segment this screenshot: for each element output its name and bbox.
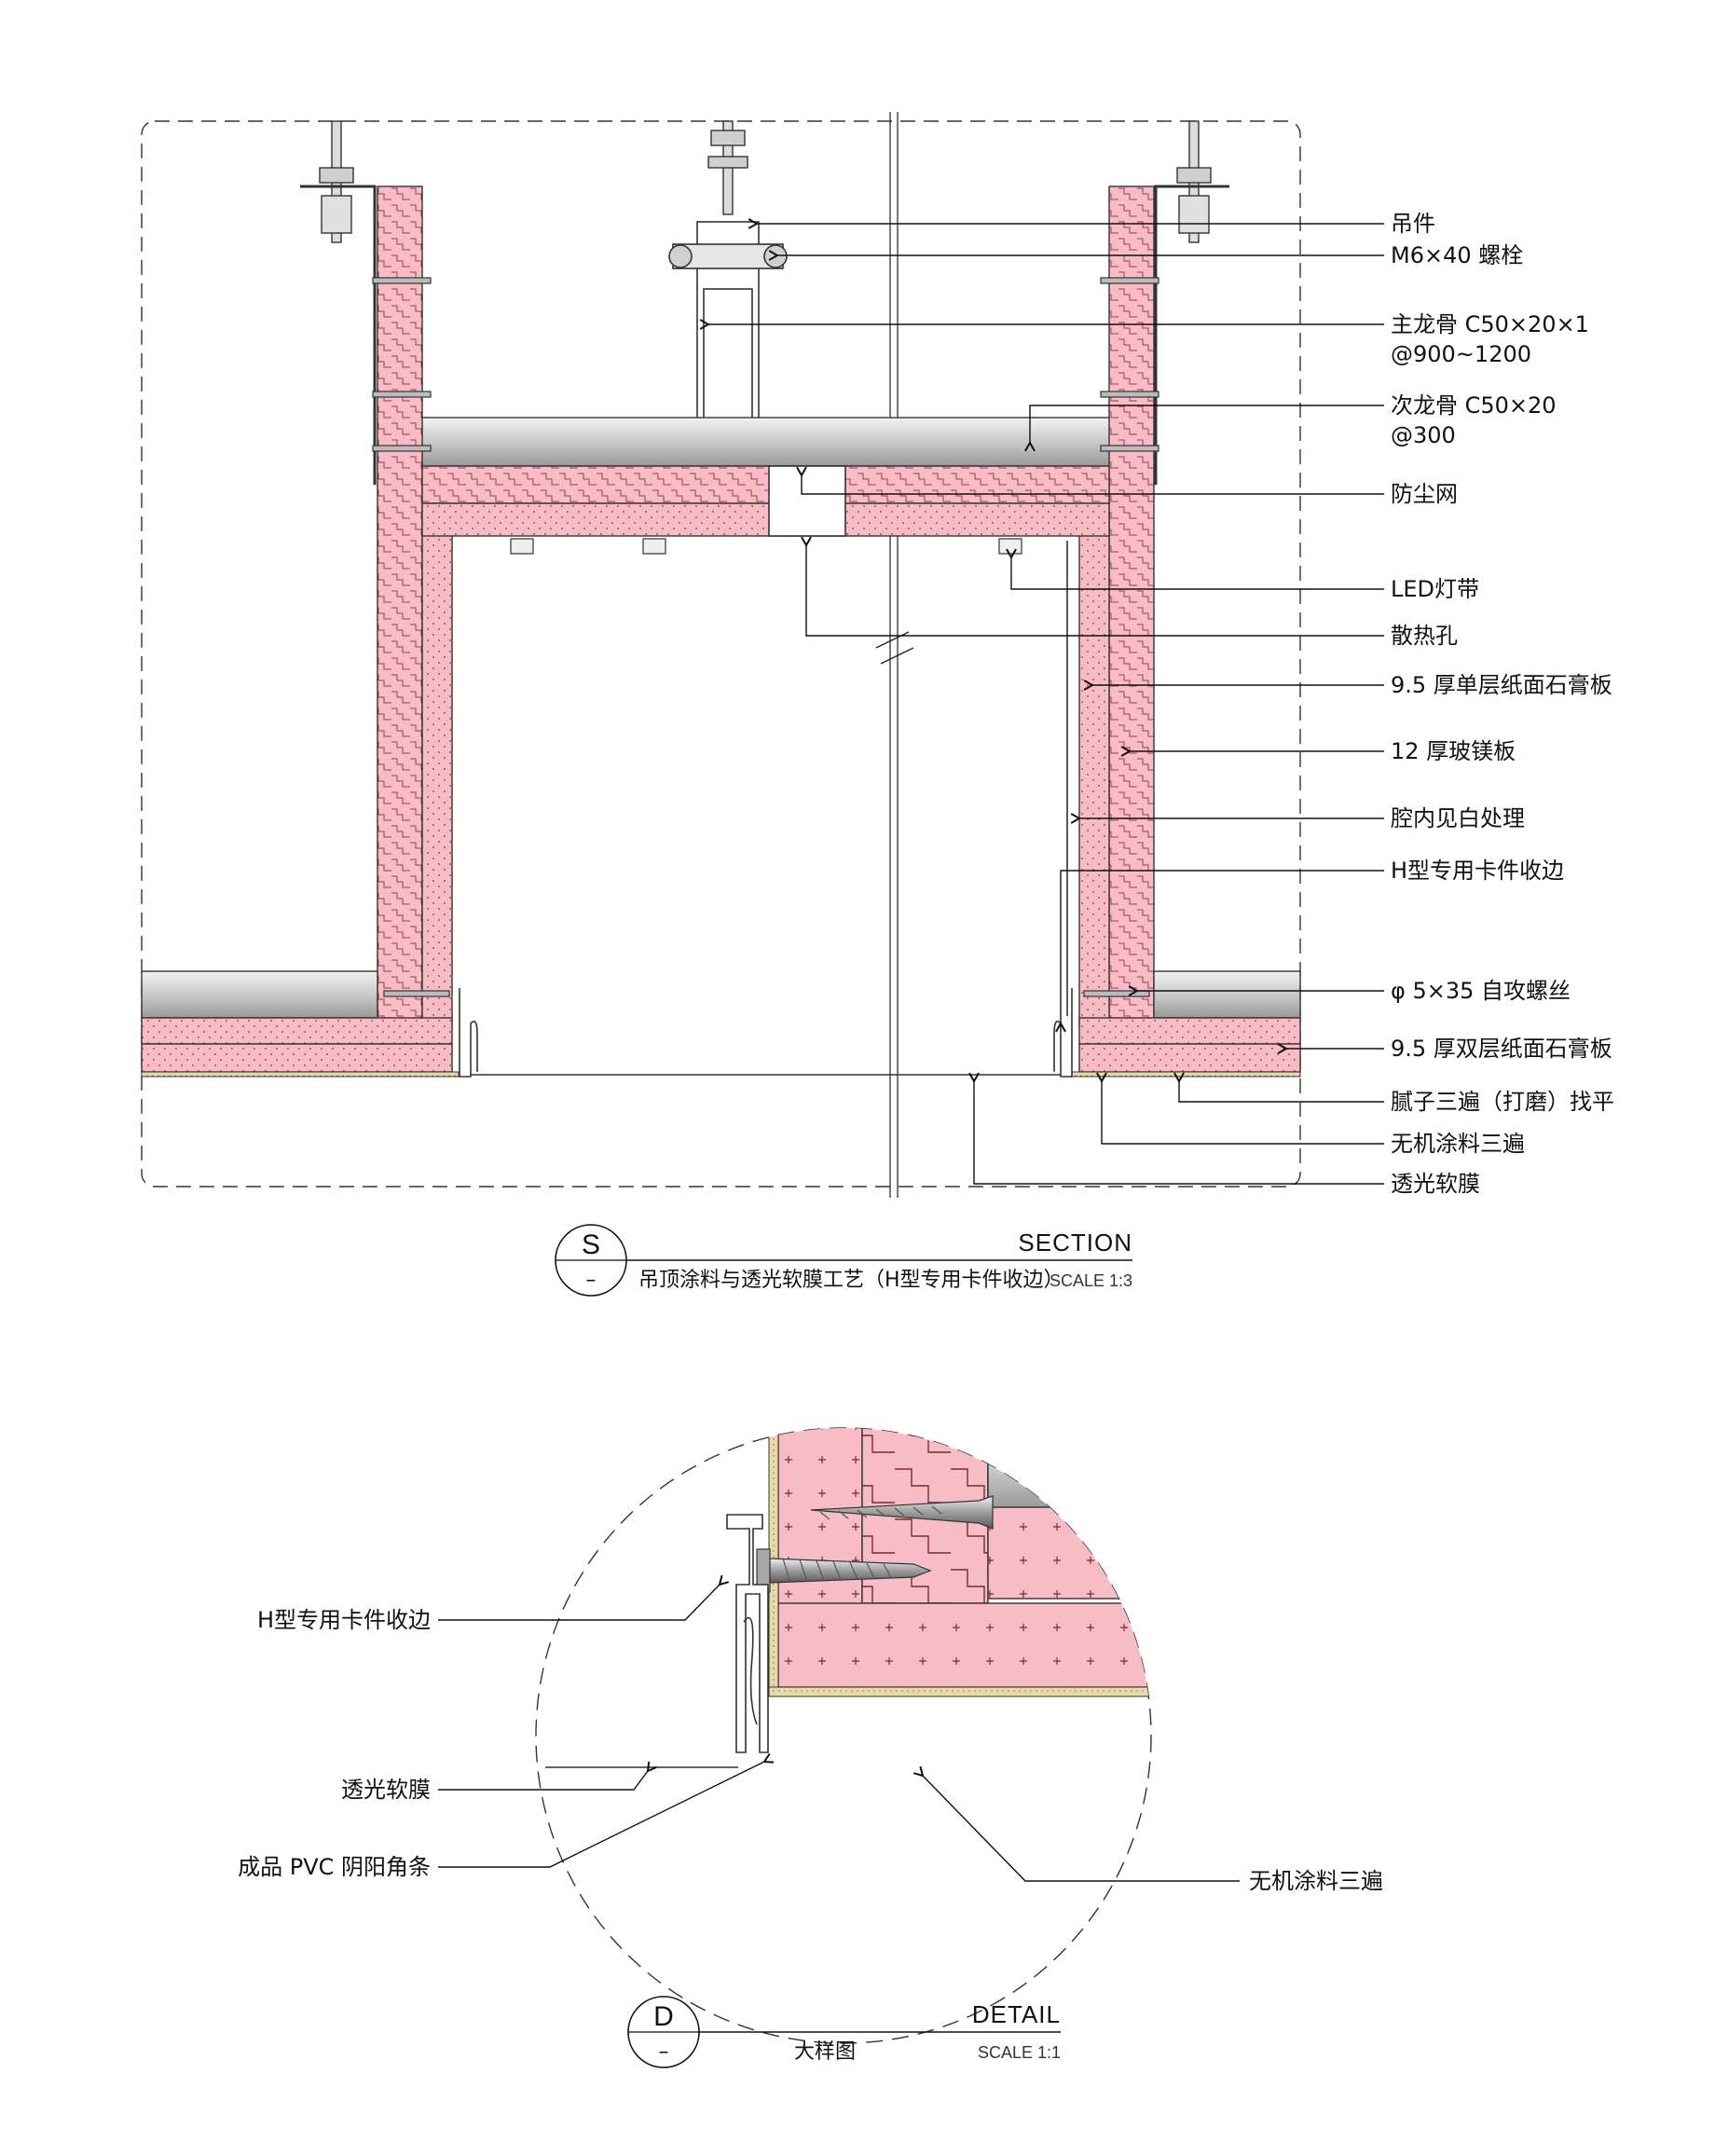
detail-drawing: H型专用卡件收边 透光软膜 成品 PVC 阴阳角条 无机涂料三遍 D – DET… — [238, 1427, 1383, 2068]
center-break-line — [875, 112, 914, 1198]
top-board — [421, 465, 1110, 537]
detail-leaders — [438, 1585, 1240, 1882]
section-callouts: 吊件 M6×40 螺栓 主龙骨 C50×20×1 @900~1200 次龙骨 C… — [1391, 211, 1614, 1197]
detail-h-clip — [726, 1514, 769, 1753]
callout-main-keel: 主龙骨 C50×20×1 — [1391, 311, 1589, 337]
callout-gypsum-double: 9.5 厚双层纸面石膏板 — [1391, 1036, 1612, 1062]
detail-bubble-letter: D — [653, 2001, 674, 2032]
callout-vent-hole: 散热孔 — [1391, 623, 1458, 649]
callout-main-keel-spacing: @900~1200 — [1391, 341, 1531, 367]
section-screws — [372, 277, 1159, 997]
section-title-block: S – SECTION 吊顶涂料与透光软膜工艺（H型专用卡件收边） SCALE … — [555, 1224, 1132, 1297]
section-heading: SECTION — [1018, 1229, 1132, 1257]
callout-cavity-white: 腔内见白处理 — [1391, 805, 1525, 831]
detail-callout-soft-film: 透光软膜 — [341, 1777, 431, 1803]
threaded-rods — [300, 120, 1229, 485]
callout-inorganic-coat: 无机涂料三遍 — [1391, 1131, 1525, 1157]
detail-callout-inorganic-coat: 无机涂料三遍 — [1249, 1868, 1383, 1894]
callout-gypsum-single: 9.5 厚单层纸面石膏板 — [1391, 672, 1612, 698]
detail-callout-pvc-corner: 成品 PVC 阴阳角条 — [238, 1854, 431, 1880]
section-title: 吊顶涂料与透光软膜工艺（H型专用卡件收边） — [638, 1269, 1064, 1292]
detail-heading: DETAIL — [972, 2000, 1061, 2028]
detail-callout-h-clip: H型专用卡件收边 — [257, 1607, 431, 1633]
callout-hanger: 吊件 — [1391, 211, 1435, 237]
left-ceiling — [141, 970, 460, 1078]
callout-sub-keel-spacing: @300 — [1391, 422, 1456, 448]
detail-upper-screw — [810, 1495, 994, 1530]
callout-sub-keel: 次龙骨 C50×20 — [1391, 392, 1557, 419]
callout-led-strip: LED灯带 — [1391, 576, 1479, 602]
left-wall — [377, 185, 453, 1026]
detail-scale: SCALE 1:1 — [978, 2043, 1061, 2062]
detail-title: 大样图 — [794, 2040, 856, 2064]
callout-bolt: M6×40 螺栓 — [1391, 242, 1523, 268]
section-drawing: 吊件 M6×40 螺栓 主龙骨 C50×20×1 @900~1200 次龙骨 C… — [141, 112, 1614, 1297]
callout-mgo-board: 12 厚玻镁板 — [1391, 738, 1516, 764]
led-strips — [510, 538, 1022, 555]
secondary-keel — [420, 417, 1117, 467]
detail-callouts: H型专用卡件收边 透光软膜 成品 PVC 阴阳角条 无机涂料三遍 — [238, 1607, 1383, 1894]
section-bubble-letter: S — [582, 1229, 600, 1260]
callout-screw: φ 5×35 自攻螺丝 — [1391, 978, 1571, 1004]
detail-bubble-sub: – — [659, 2040, 669, 2064]
section-leaders — [708, 224, 1384, 1185]
h-clips-and-film — [459, 541, 1073, 1078]
section-frame — [141, 120, 1301, 1188]
callout-soft-film: 透光软膜 — [1391, 1171, 1480, 1197]
right-wall — [1078, 185, 1155, 1026]
callout-dust-net: 防尘网 — [1391, 481, 1458, 507]
callout-h-clip: H型专用卡件收边 — [1391, 858, 1564, 884]
right-ceiling — [1071, 970, 1301, 1078]
callout-putty: 腻子三遍（打磨）找平 — [1391, 1089, 1614, 1115]
section-bubble-sub: – — [586, 1269, 597, 1292]
detail-title-block: D – DETAIL 大样图 SCALE 1:1 — [627, 1996, 1061, 2068]
section-scale: SCALE 1:3 — [1050, 1271, 1132, 1290]
